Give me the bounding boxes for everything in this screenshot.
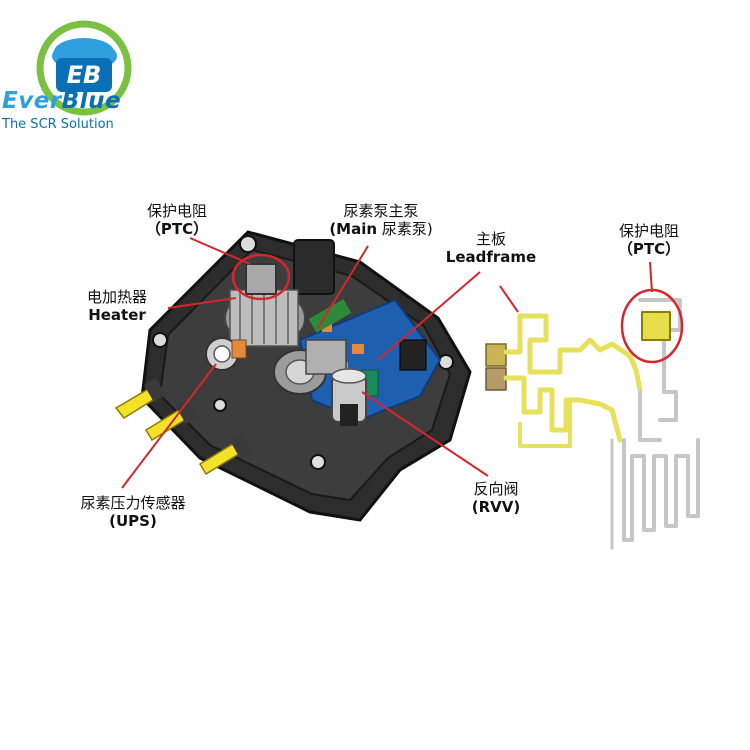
label-ups-en: (UPS) xyxy=(109,512,157,530)
leadframe-terminal xyxy=(485,343,507,367)
label-leadframe-cn: 主板 xyxy=(475,230,506,248)
label-leadframe-en: Leadframe xyxy=(445,248,537,266)
bolt-hole xyxy=(239,235,257,253)
label-main-pump-en-rest: 尿素泵) xyxy=(377,220,433,238)
leadframe-ptc xyxy=(641,311,671,341)
bolt-hole xyxy=(152,332,168,348)
main-pump xyxy=(273,339,347,395)
bolt-hole xyxy=(213,398,227,412)
label-heater-cn: 电加热器 xyxy=(86,288,147,306)
label-heater-en: Heater xyxy=(88,306,146,324)
logo-wordmark: EverBlue xyxy=(2,88,121,114)
logo-monogram: EB xyxy=(66,61,102,89)
label-rvv: 反向阀 (RVV) xyxy=(446,480,546,516)
label-main-pump: 尿素泵主泵 (Main 尿素泵) xyxy=(316,202,446,238)
reverse-valve xyxy=(331,368,367,426)
leader-line-ups xyxy=(121,363,217,489)
label-main-pump-en-bold: (Main xyxy=(329,220,378,238)
heater-element xyxy=(224,263,306,347)
label-ptc-right-cn: 保护电阻 xyxy=(618,222,679,240)
label-ups-cn: 尿素压力传感器 xyxy=(80,494,186,512)
label-ptc-left-en: （PTC） xyxy=(145,220,209,238)
logo-tagline: The SCR Solution xyxy=(2,117,114,132)
label-ups: 尿素压力传感器 (UPS) xyxy=(58,494,208,530)
leader-line-leadframe-right xyxy=(499,285,519,313)
leader-line-rvv xyxy=(361,391,489,477)
label-ptc-right: 保护电阻 （PTC） xyxy=(594,222,704,258)
pressure-sensor xyxy=(205,337,247,371)
leader-line-ptc-right xyxy=(649,261,653,293)
leader-lines xyxy=(121,237,653,489)
label-leadframe: 主板 Leadframe xyxy=(436,230,546,266)
leader-line-leadframe xyxy=(377,271,481,361)
label-main-pump-cn: 尿素泵主泵 xyxy=(343,202,419,220)
label-main-pump-en: (Main 尿素泵) xyxy=(316,220,446,238)
bolt-hole xyxy=(438,354,454,370)
label-rvv-en: (RVV) xyxy=(471,498,521,516)
leader-line-heater xyxy=(167,297,237,309)
label-ptc-left-cn: 保护电阻 xyxy=(146,202,207,220)
label-ptc-right-en: （PTC） xyxy=(617,240,681,258)
leader-line-ptc-left xyxy=(189,237,251,265)
label-ptc-left: 保护电阻 （PTC） xyxy=(122,202,232,238)
bolt-hole xyxy=(310,454,326,470)
logo-wordmark-blue: Blue xyxy=(61,88,122,114)
leader-line-main-pump xyxy=(317,245,369,329)
label-heater: 电加热器 Heater xyxy=(62,288,172,324)
leadframe-terminal xyxy=(485,367,507,391)
leadframe xyxy=(485,298,700,550)
logo-ring xyxy=(36,20,132,116)
label-rvv-cn: 反向阀 xyxy=(473,480,519,498)
everblue-logo-mark xyxy=(36,20,132,116)
logo-wordmark-ever: Ever xyxy=(2,88,62,114)
ptc-highlight-circle-left xyxy=(231,253,291,301)
logo-monogram-bg xyxy=(56,58,112,92)
ptc-component xyxy=(245,263,277,295)
